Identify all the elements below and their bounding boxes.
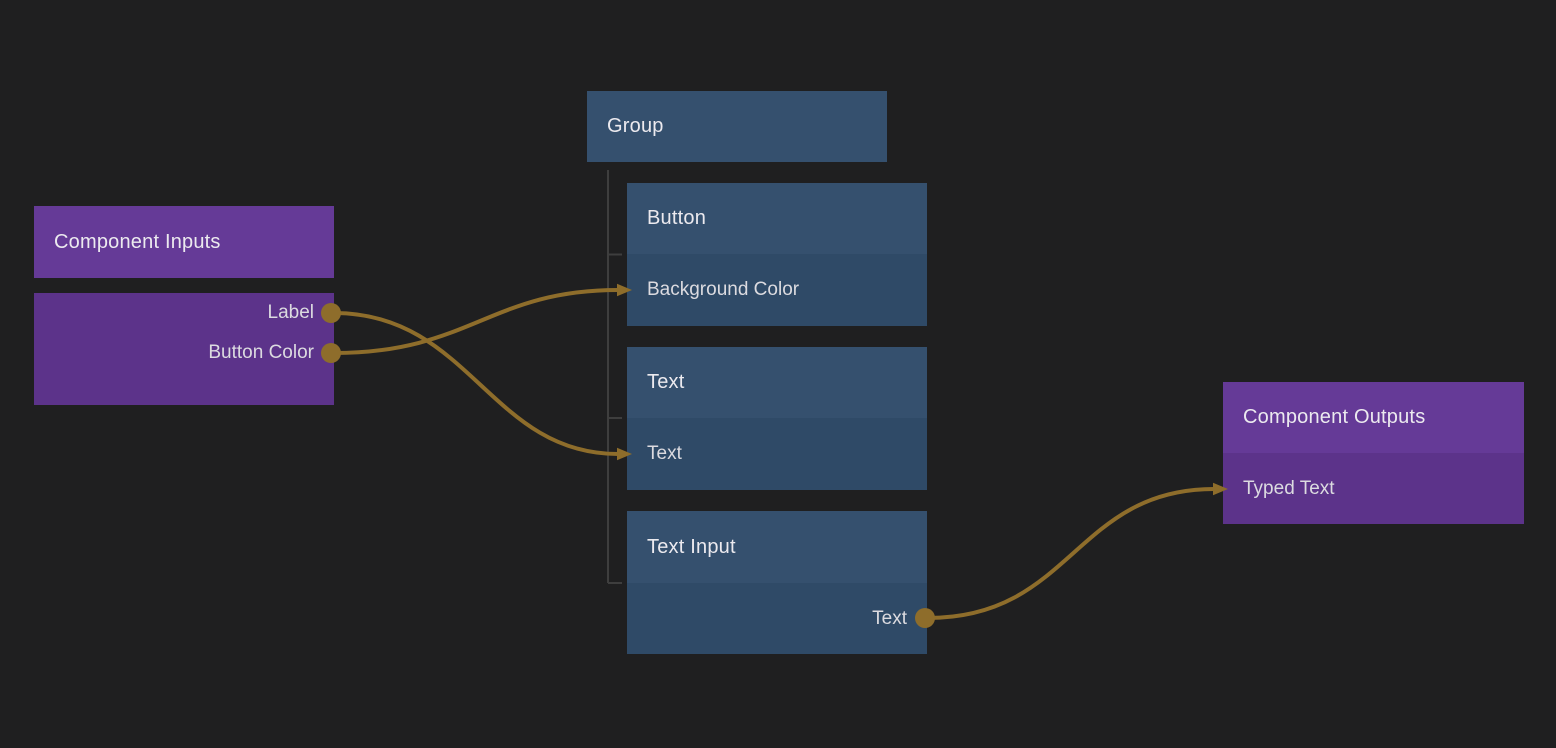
node-component-inputs[interactable]: Component Inputs Label Button Color <box>34 206 334 405</box>
node-text-input-body: Text <box>627 583 927 654</box>
connection-text-to-typedtext[interactable] <box>927 482 1228 620</box>
node-title: Button <box>647 207 707 229</box>
node-button-body: Background Color <box>627 254 927 326</box>
node-group-header[interactable]: Group <box>587 91 887 162</box>
node-button-header[interactable]: Button <box>627 183 927 254</box>
group-tree-bracket <box>607 170 622 584</box>
node-component-outputs-body: Typed Text <box>1223 453 1524 524</box>
port-typed-text[interactable]: Typed Text <box>1223 453 1524 524</box>
node-group[interactable]: Group <box>587 91 887 162</box>
port-button-color[interactable]: Button Color <box>34 333 334 373</box>
node-component-outputs[interactable]: Component Outputs Typed Text <box>1223 382 1524 524</box>
port-label[interactable]: Label <box>34 293 334 333</box>
node-text-input-header[interactable]: Text Input <box>627 511 927 583</box>
port-text[interactable]: Text <box>627 418 927 490</box>
connection-buttoncolor-to-backgroundcolor[interactable] <box>333 283 632 355</box>
node-component-inputs-body: Label Button Color <box>34 293 334 405</box>
port-label-text: Label <box>267 302 315 323</box>
node-title: Text Input <box>647 535 736 558</box>
port-background-color[interactable]: Background Color <box>627 254 927 326</box>
port-text-output[interactable]: Text <box>627 583 927 654</box>
node-text-header[interactable]: Text <box>627 347 927 418</box>
node-text-body: Text <box>627 418 927 490</box>
port-label-text: Button Color <box>208 342 314 363</box>
node-title: Component Outputs <box>1243 406 1426 428</box>
connection-label-to-text[interactable] <box>333 311 632 461</box>
port-label-text: Typed Text <box>1243 477 1335 499</box>
port-label-text: Background Color <box>647 279 800 300</box>
port-label-text: Text <box>872 607 907 629</box>
node-component-outputs-header[interactable]: Component Outputs <box>1223 382 1524 453</box>
node-text-input[interactable]: Text Input Text <box>627 511 927 654</box>
port-label-text: Text <box>647 443 682 464</box>
node-text[interactable]: Text Text <box>627 347 927 490</box>
node-component-inputs-header[interactable]: Component Inputs <box>34 206 334 278</box>
node-title: Component Inputs <box>54 230 221 253</box>
node-title: Group <box>607 115 664 137</box>
node-button[interactable]: Button Background Color <box>627 183 927 326</box>
node-title: Text <box>647 371 685 393</box>
